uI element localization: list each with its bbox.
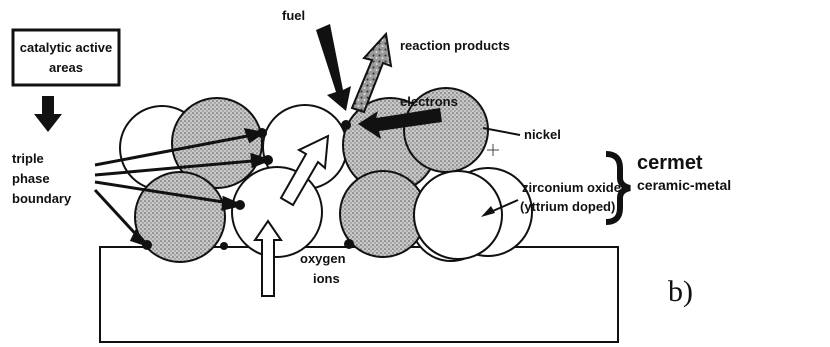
zirconia-particle [414, 171, 502, 259]
crosshair-mark [487, 144, 499, 156]
electrons-label: electrons [400, 94, 458, 109]
ions-label: ions [313, 271, 340, 286]
fuel-label: fuel [282, 8, 305, 23]
catalytic-box [13, 30, 119, 85]
catalytic-label-line2: areas [49, 60, 83, 75]
panel-letter: b) [668, 275, 693, 308]
oxygen-label: oxygen [300, 251, 346, 266]
fuel-arrow [316, 24, 351, 111]
phase-label: phase [12, 171, 50, 186]
triple-label: triple [12, 151, 44, 166]
reaction-products-label: reaction products [400, 38, 510, 53]
cermet-label: cermet [637, 152, 703, 174]
catalytic-label-line1: catalytic active [20, 40, 113, 55]
zirconium-label-line2: (yttrium doped) [520, 199, 615, 214]
zirconia-particle [232, 167, 322, 257]
catalytic-down-arrow [34, 96, 62, 132]
boundary-label: boundary [12, 191, 72, 206]
ceramic-metal-label: ceramic-metal [637, 177, 731, 193]
nickel-label: nickel [524, 127, 561, 142]
particle-layer [120, 88, 532, 262]
zirconium-label-line1: zirconium oxide [522, 180, 621, 195]
